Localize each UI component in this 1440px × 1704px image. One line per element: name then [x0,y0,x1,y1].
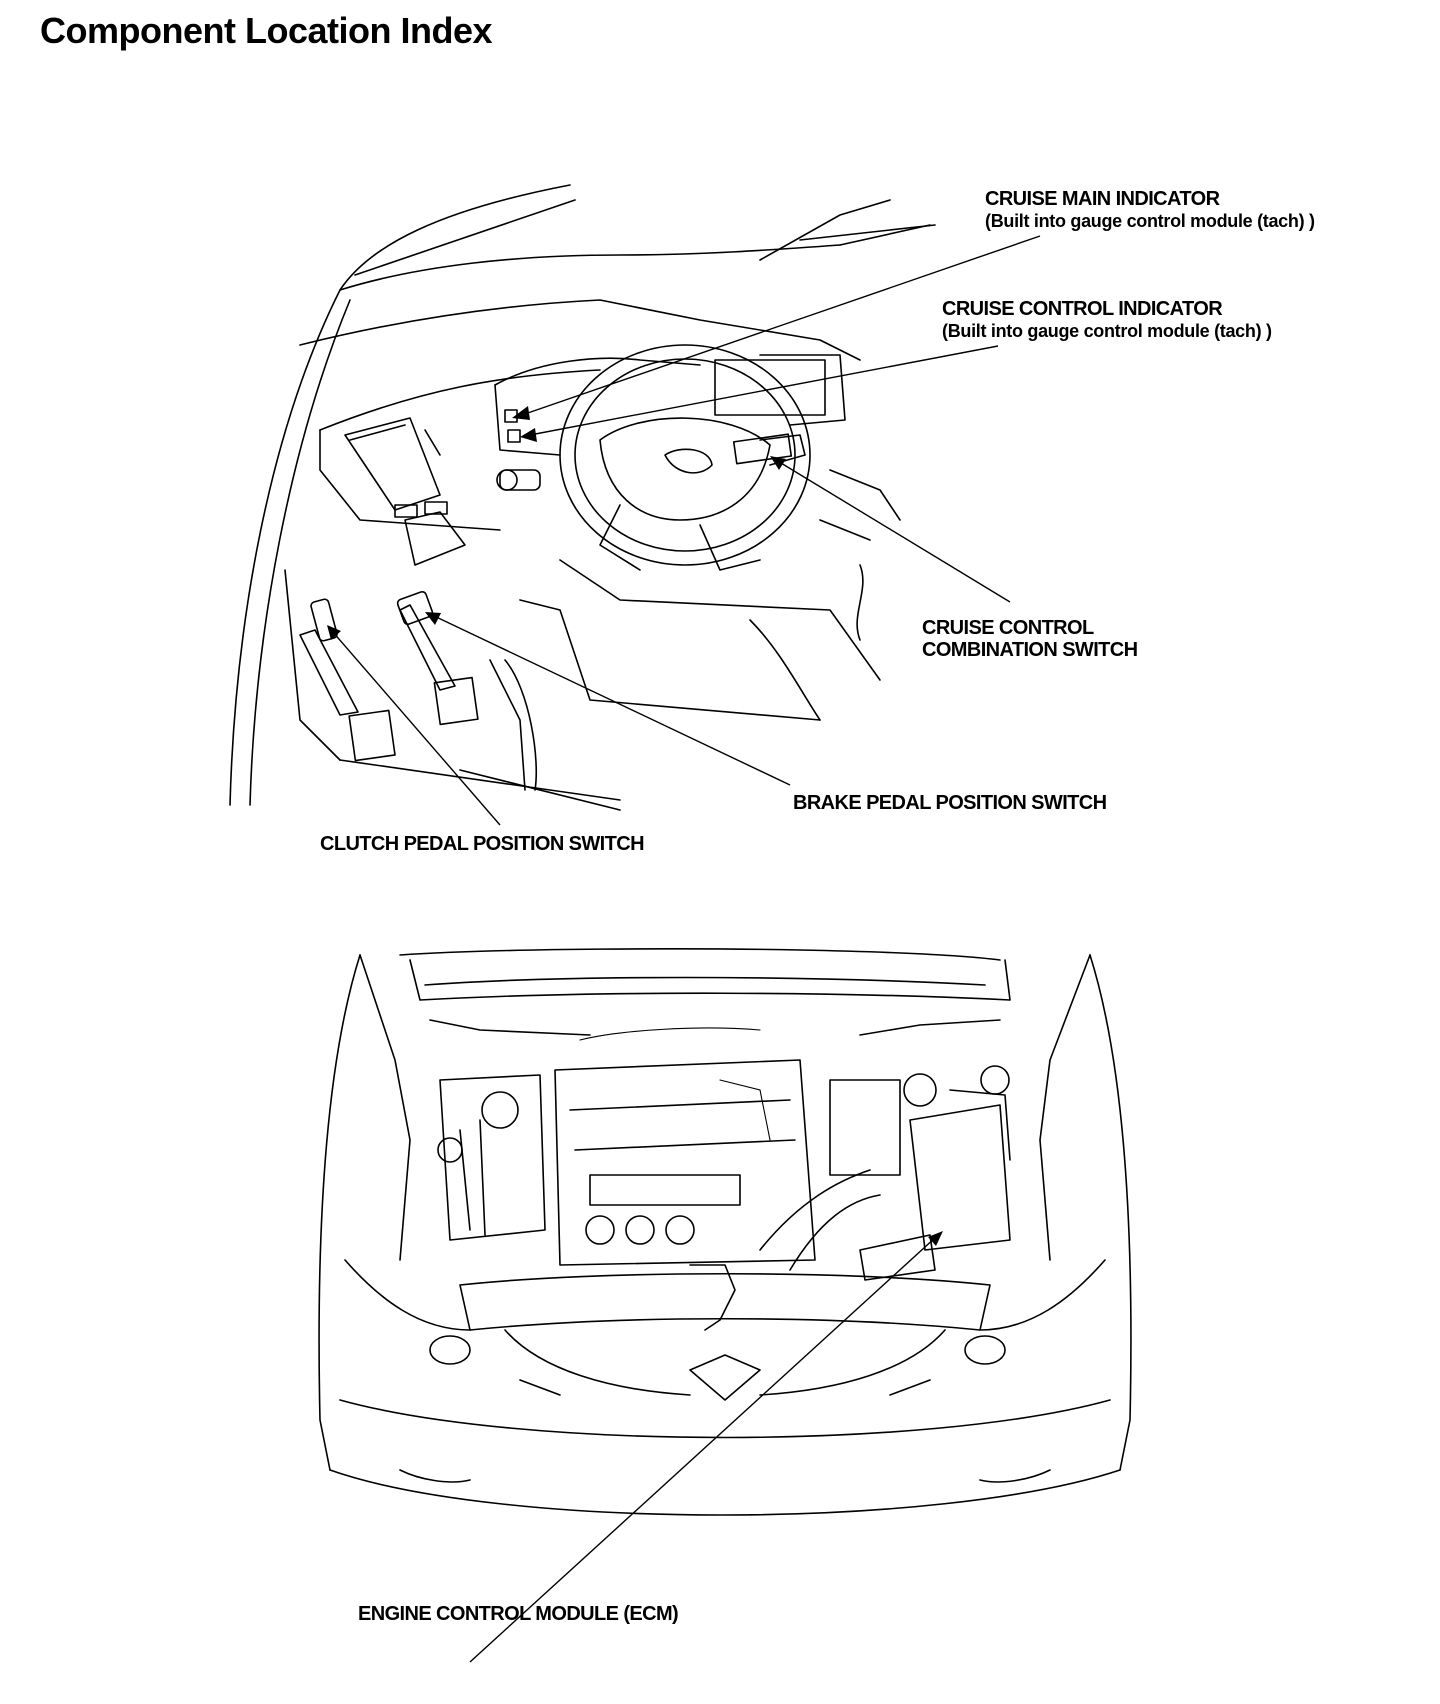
ecm-leader-line [469,1231,943,1663]
cruise-control-indicator-note: (Built into gauge control module (tach) … [942,321,1272,341]
combination-switch-line2: COMBINATION SWITCH [922,639,1138,661]
cruise-main-indicator-label: CRUISE MAIN INDICATOR (Built into gauge … [985,188,1315,232]
engine-bay-illustration [318,948,1132,1516]
cruise-main-indicator-note: (Built into gauge control module (tach) … [985,211,1315,231]
dashboard-illustration [229,184,936,811]
page-title: Component Location Index [40,10,493,51]
cruise-control-indicator-label: CRUISE CONTROL INDICATOR (Built into gau… [942,298,1272,342]
combination-switch-line1: CRUISE CONTROL [922,617,1094,639]
cruise-control-indicator-name: CRUISE CONTROL INDICATOR [942,298,1223,320]
cruise-main-indicator-name: CRUISE MAIN INDICATOR [985,188,1220,210]
clutch-pedal-switch-label: CLUTCH PEDAL POSITION SWITCH [320,833,645,855]
brake-pedal-switch-label: BRAKE PEDAL POSITION SWITCH [793,792,1107,814]
ecm-label: ENGINE CONTROL MODULE (ECM) [358,1603,679,1625]
interior-leader-lines [327,235,1041,826]
combination-switch-label: CRUISE CONTROL COMBINATION SWITCH [922,617,1138,661]
